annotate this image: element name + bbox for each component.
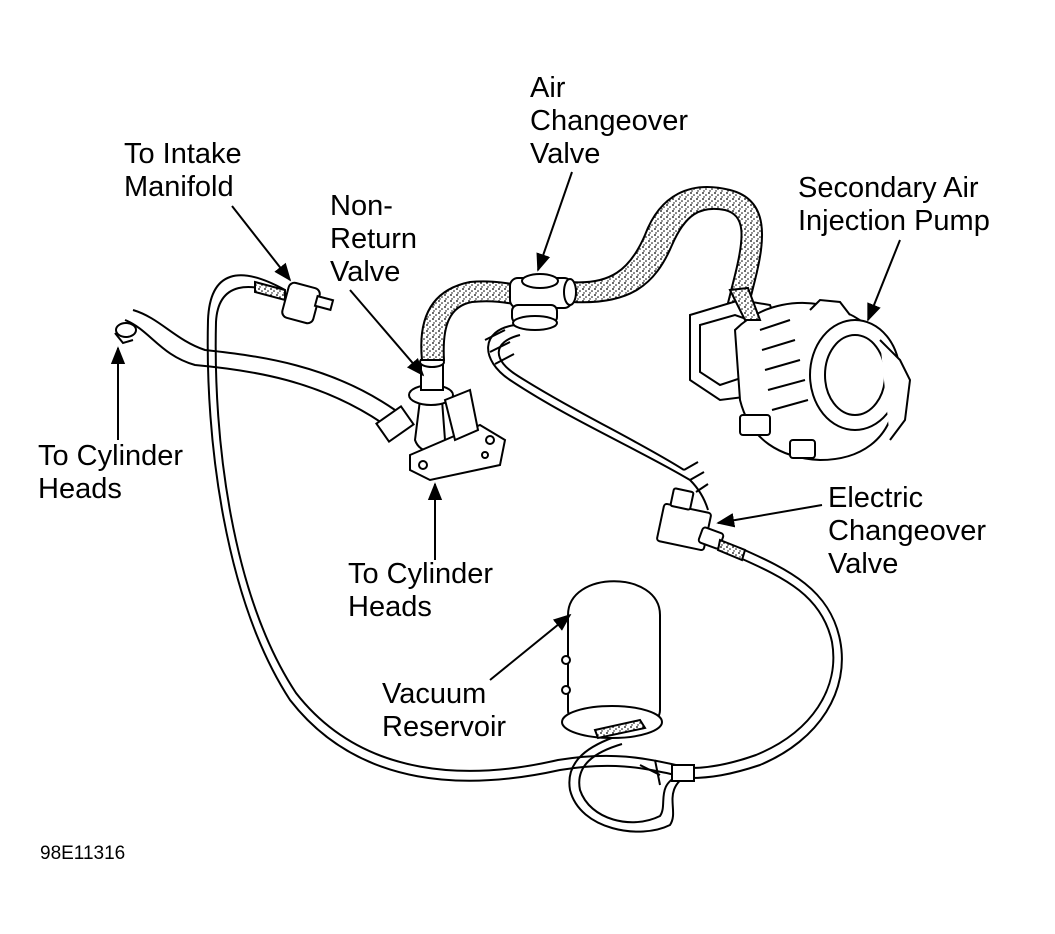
label-non-return-valve: Non- Return Valve <box>330 190 417 289</box>
label-line: To Cylinder <box>348 558 494 590</box>
label-line: Manifold <box>124 171 234 203</box>
label-line: Changeover <box>828 515 986 547</box>
pipe-fitting <box>375 404 415 444</box>
pipe-to-cylinder-heads-left <box>114 309 396 426</box>
leader-arrow-electric-changeover-valve <box>716 504 823 528</box>
label-vacuum-reservoir: Vacuum Reservoir <box>382 678 506 744</box>
vacuum-line-electric-to-reservoir <box>689 547 843 779</box>
label-line: Air <box>530 72 566 104</box>
leader-arrow-secondary-air-injection-pump <box>867 239 901 322</box>
leader-arrow-non-return-valve <box>349 289 425 377</box>
label-line: Return <box>330 223 418 255</box>
label-line: To Intake <box>124 138 242 170</box>
label-line: Heads <box>38 473 122 505</box>
label-line: Valve <box>330 256 401 288</box>
intake-manifold-filter <box>254 280 335 325</box>
label-line: To Cylinder <box>38 440 184 472</box>
vacuum-line-from-air-valve <box>487 324 709 511</box>
label-line: Heads <box>348 591 432 623</box>
label-line: Valve <box>530 138 601 170</box>
label-secondary-air-injection-pump: Secondary Air Injection Pump <box>798 172 990 238</box>
leader-arrow-vacuum-reservoir <box>489 613 572 681</box>
label-line: Changeover <box>530 105 688 137</box>
label-line: Valve <box>828 548 899 580</box>
air-hose-changeover-to-pump <box>568 186 764 322</box>
label-line: Injection Pump <box>798 205 990 237</box>
electric-changeover-valve-body <box>656 487 747 562</box>
label-to-cylinder-heads-left: To Cylinder Heads <box>38 440 183 506</box>
non-return-valve-body <box>408 356 507 482</box>
label-line: Non- <box>330 190 393 222</box>
label-line: Vacuum <box>382 678 487 710</box>
label-line: Secondary Air <box>798 172 979 204</box>
secondary-air-injection-pump-body <box>689 286 912 462</box>
vacuum-line-tee-loop <box>568 734 695 833</box>
vacuum-reservoir-body <box>561 580 663 740</box>
air-changeover-valve-body <box>509 273 577 331</box>
label-to-intake-manifold: To Intake Manifold <box>124 138 242 204</box>
air-hose-nonreturn-to-changeover <box>420 280 522 361</box>
label-line: Electric <box>828 482 924 514</box>
label-air-changeover-valve: Air Changeover Valve <box>530 72 688 171</box>
leader-arrow-air-changeover-valve <box>536 171 573 272</box>
label-to-cylinder-heads-bottom: To Cylinder Heads <box>348 558 493 624</box>
label-line: Reservoir <box>382 711 507 743</box>
leader-arrow-to-intake-manifold <box>231 205 292 282</box>
vacuum-line-ribbed-section <box>484 329 709 493</box>
figure-id: 98E11316 <box>40 843 126 864</box>
label-electric-changeover-valve: Electric Changeover Valve <box>828 482 986 581</box>
